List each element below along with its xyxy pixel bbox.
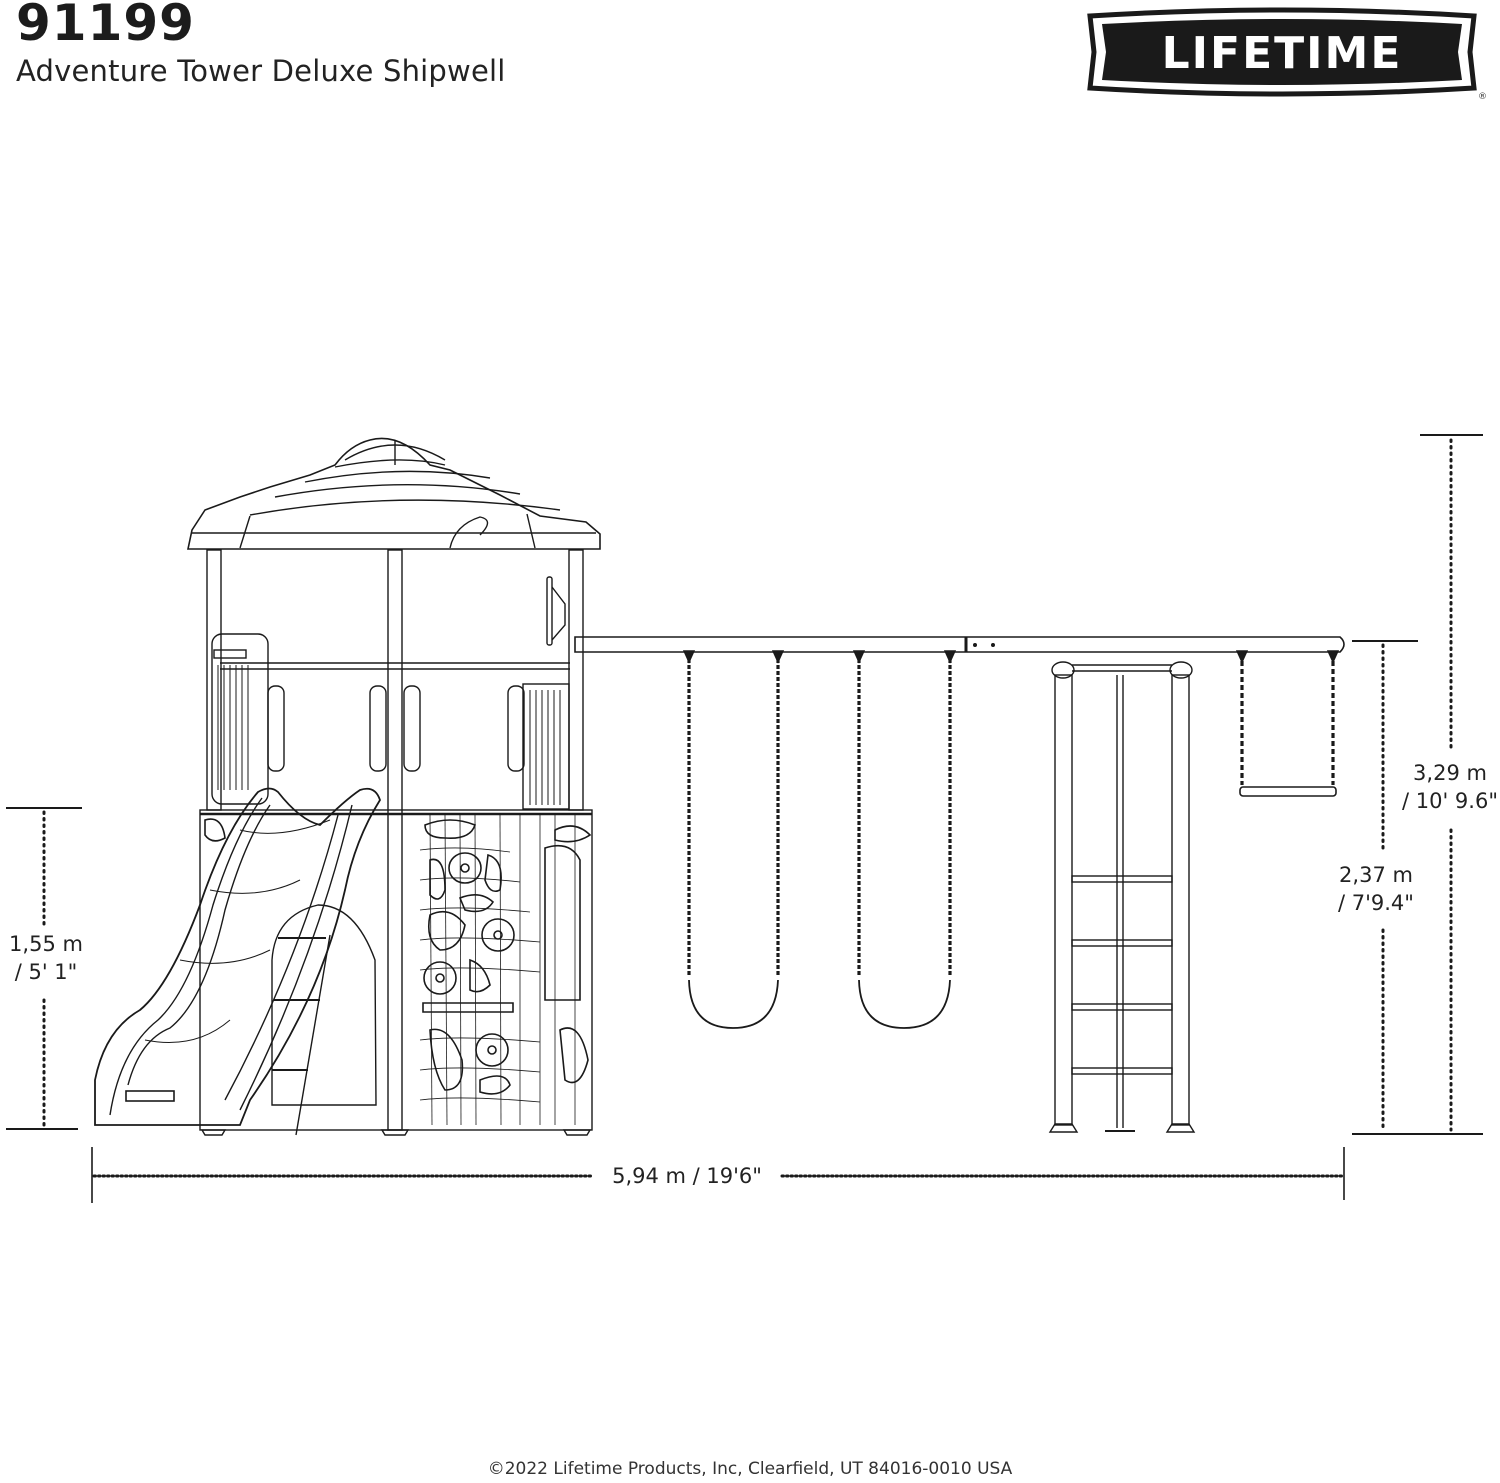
- deck-height-dimension: [6, 807, 82, 1130]
- slide-logo-plate: [125, 1090, 175, 1102]
- overall-width-label: 5,94 m / 19'6": [596, 1162, 778, 1190]
- tower-frame: [206, 549, 584, 1131]
- belt-swing-2: [852, 650, 957, 1029]
- overall-height-imperial: / 10' 9.6": [1402, 789, 1498, 813]
- copyright-footer: ©2022 Lifetime Products, Inc, Clearfield…: [487, 1459, 1013, 1479]
- registered-mark: ®: [1478, 92, 1487, 102]
- product-name: Adventure Tower Deluxe Shipwell: [16, 54, 506, 88]
- swing-beam-height-imperial: / 7'9.4": [1338, 891, 1414, 915]
- trapeze-bar: [1235, 650, 1340, 797]
- a-frame-ladder: [1048, 661, 1196, 1133]
- swing-beam: [574, 636, 1345, 653]
- overall-height-metric: 3,29 m: [1413, 761, 1487, 785]
- swing-beam-height-metric: 2,37 m: [1339, 863, 1413, 887]
- swing-beam-height-label: 2,37 m / 7'9.4": [1328, 861, 1424, 917]
- height-dimensions: [1352, 434, 1483, 1135]
- deck-height-metric: 1,55 m: [9, 932, 83, 956]
- tower-roof: [187, 437, 601, 550]
- climbing-wall: [199, 809, 593, 1136]
- logo-text: LIFETIME: [1162, 28, 1403, 79]
- wave-slide: [94, 787, 381, 1126]
- belt-swing-1: [682, 650, 785, 1029]
- lifetime-logo: LIFETIME: [1087, 7, 1477, 97]
- overall-height-label: 3,29 m / 10' 9.6": [1395, 759, 1500, 815]
- deck-height-label: 1,55 m / 5' 1": [4, 930, 88, 986]
- overall-width-value: 5,94 m / 19'6": [612, 1164, 762, 1188]
- width-dimension: [91, 1147, 1345, 1203]
- model-number: 91199: [16, 0, 195, 52]
- deck-height-imperial: / 5' 1": [14, 960, 78, 984]
